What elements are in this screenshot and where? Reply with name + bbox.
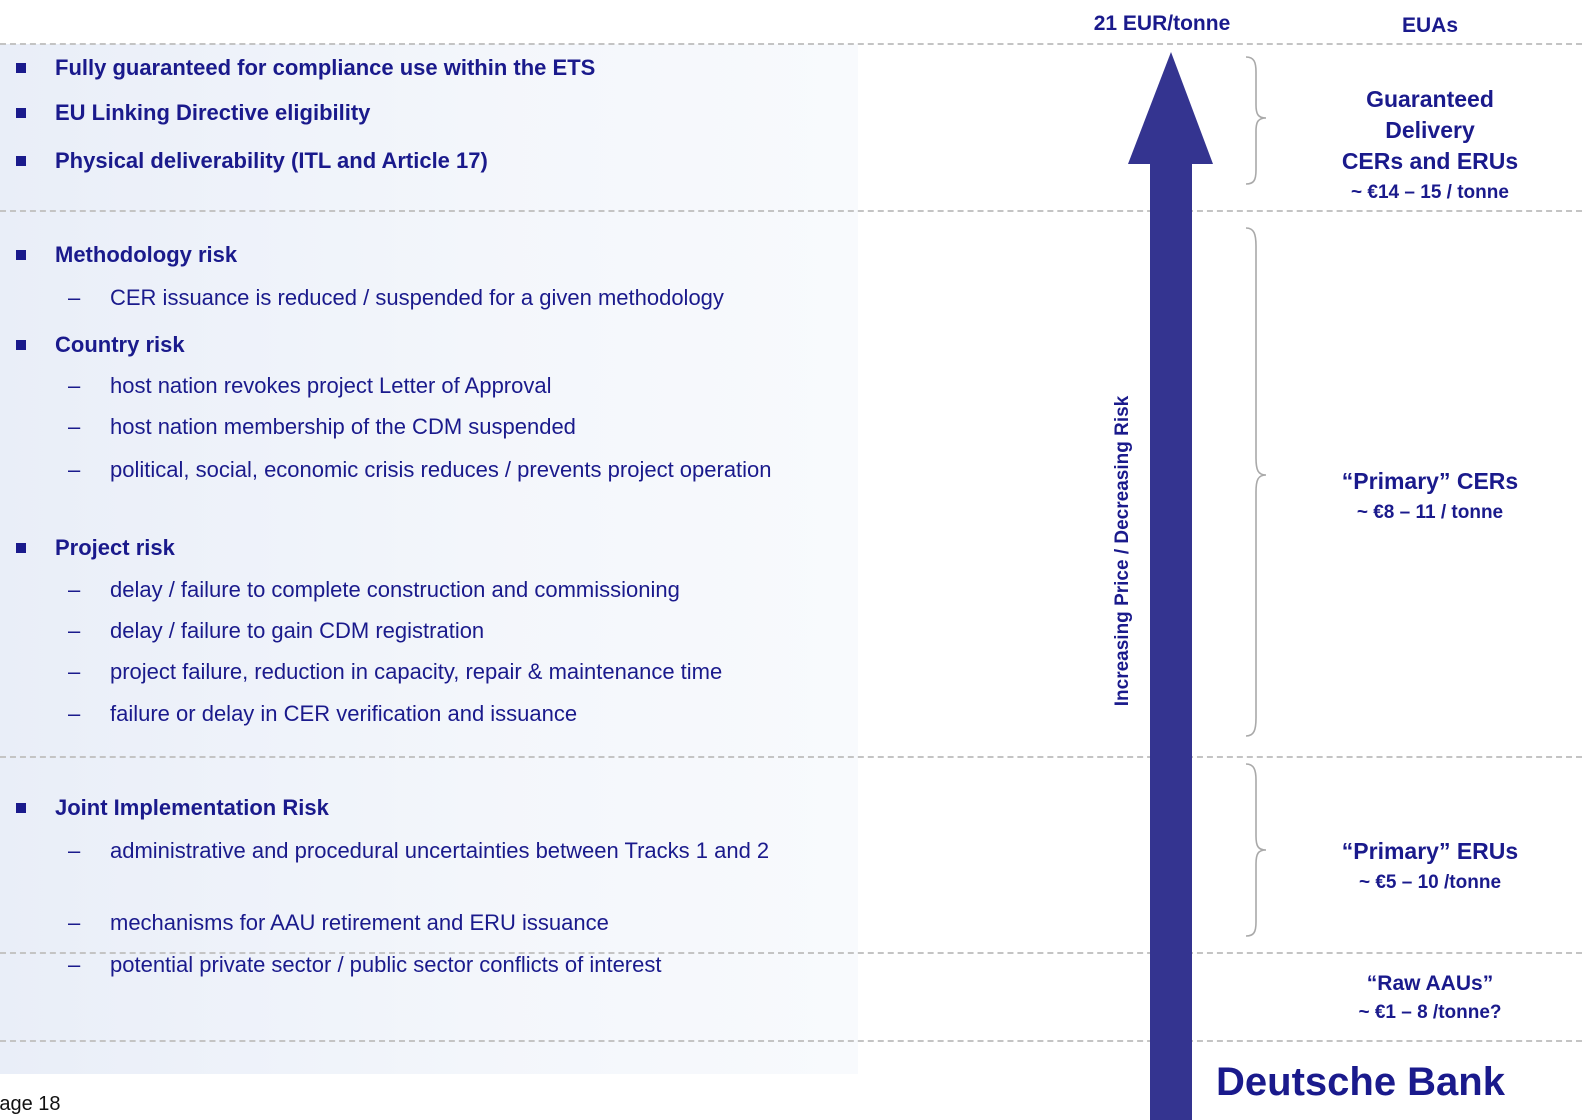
arrow-head xyxy=(1128,52,1213,164)
dash-marker: – xyxy=(68,618,81,643)
price-risk-arrow xyxy=(1128,52,1213,1120)
dash-marker: – xyxy=(68,577,81,602)
tier-raw-aaus-price: ~ €1 – 8 /tonne? xyxy=(1358,1002,1502,1023)
divider-raw-aaus xyxy=(0,1040,1582,1042)
tier-primary-erus: “Primary” ERUs ~ €5 – 10 /tonne xyxy=(1310,836,1550,900)
brace-primary-cers xyxy=(1245,227,1267,737)
tier-primary-cers: “Primary” CERs ~ €8 – 11 / tonne xyxy=(1310,466,1550,530)
tier-guaranteed-line1: Guaranteed xyxy=(1366,86,1494,112)
tier-guaranteed: Guaranteed Delivery CERs and ERUs ~ €14 … xyxy=(1310,84,1550,209)
header-price: 21 EUR/tonne xyxy=(1093,12,1231,35)
divider-top xyxy=(0,43,1582,45)
bullet-square-icon xyxy=(16,156,26,166)
header-euas: EUAs xyxy=(1401,14,1459,37)
tier-primary-cers-label: “Primary” CERs xyxy=(1341,468,1519,494)
dash-marker: – xyxy=(68,910,81,935)
bullet-square-icon xyxy=(16,803,26,813)
brace-primary-erus xyxy=(1245,763,1267,937)
brace-guaranteed xyxy=(1245,56,1267,185)
deutsche-bank-logo: Deutsche Bank xyxy=(1216,1060,1505,1104)
divider-guaranteed xyxy=(0,210,1582,212)
tier-guaranteed-line2: Delivery xyxy=(1385,117,1475,143)
arrow-shaft xyxy=(1150,162,1192,1120)
dash-marker: – xyxy=(68,659,81,684)
tier-braces xyxy=(1245,56,1267,937)
arrow-label: Increasing Price / Decreasing Risk xyxy=(1112,395,1133,707)
risk-panel-background xyxy=(0,44,858,1074)
bullet-square-icon xyxy=(16,543,26,553)
tier-raw-aaus: “Raw AAUs” ~ €1 – 8 /tonne? xyxy=(1310,970,1550,1028)
dash-marker: – xyxy=(68,373,81,398)
dash-marker: – xyxy=(68,457,81,482)
tier-primary-erus-label: “Primary” ERUs xyxy=(1341,838,1519,864)
page-number: Page 18 xyxy=(0,1093,61,1115)
bullet-square-icon xyxy=(16,108,26,118)
dash-marker: – xyxy=(68,701,81,726)
tier-guaranteed-line3: CERs and ERUs xyxy=(1341,148,1519,174)
dash-marker: – xyxy=(68,285,81,310)
tier-raw-aaus-label: “Raw AAUs” xyxy=(1366,972,1494,995)
divider-primary-cers xyxy=(0,756,1582,758)
dash-marker: – xyxy=(68,414,81,439)
bullet-square-icon xyxy=(16,63,26,73)
dash-marker: – xyxy=(68,952,81,977)
dash-marker: – xyxy=(68,838,81,863)
tier-guaranteed-price: ~ €14 – 15 / tonne xyxy=(1351,182,1509,203)
bullet-square-icon xyxy=(16,250,26,260)
tier-primary-erus-price: ~ €5 – 10 /tonne xyxy=(1358,872,1502,893)
tier-primary-cers-price: ~ €8 – 11 / tonne xyxy=(1356,502,1504,523)
divider-primary-erus xyxy=(0,952,1582,954)
bullet-square-icon xyxy=(16,340,26,350)
